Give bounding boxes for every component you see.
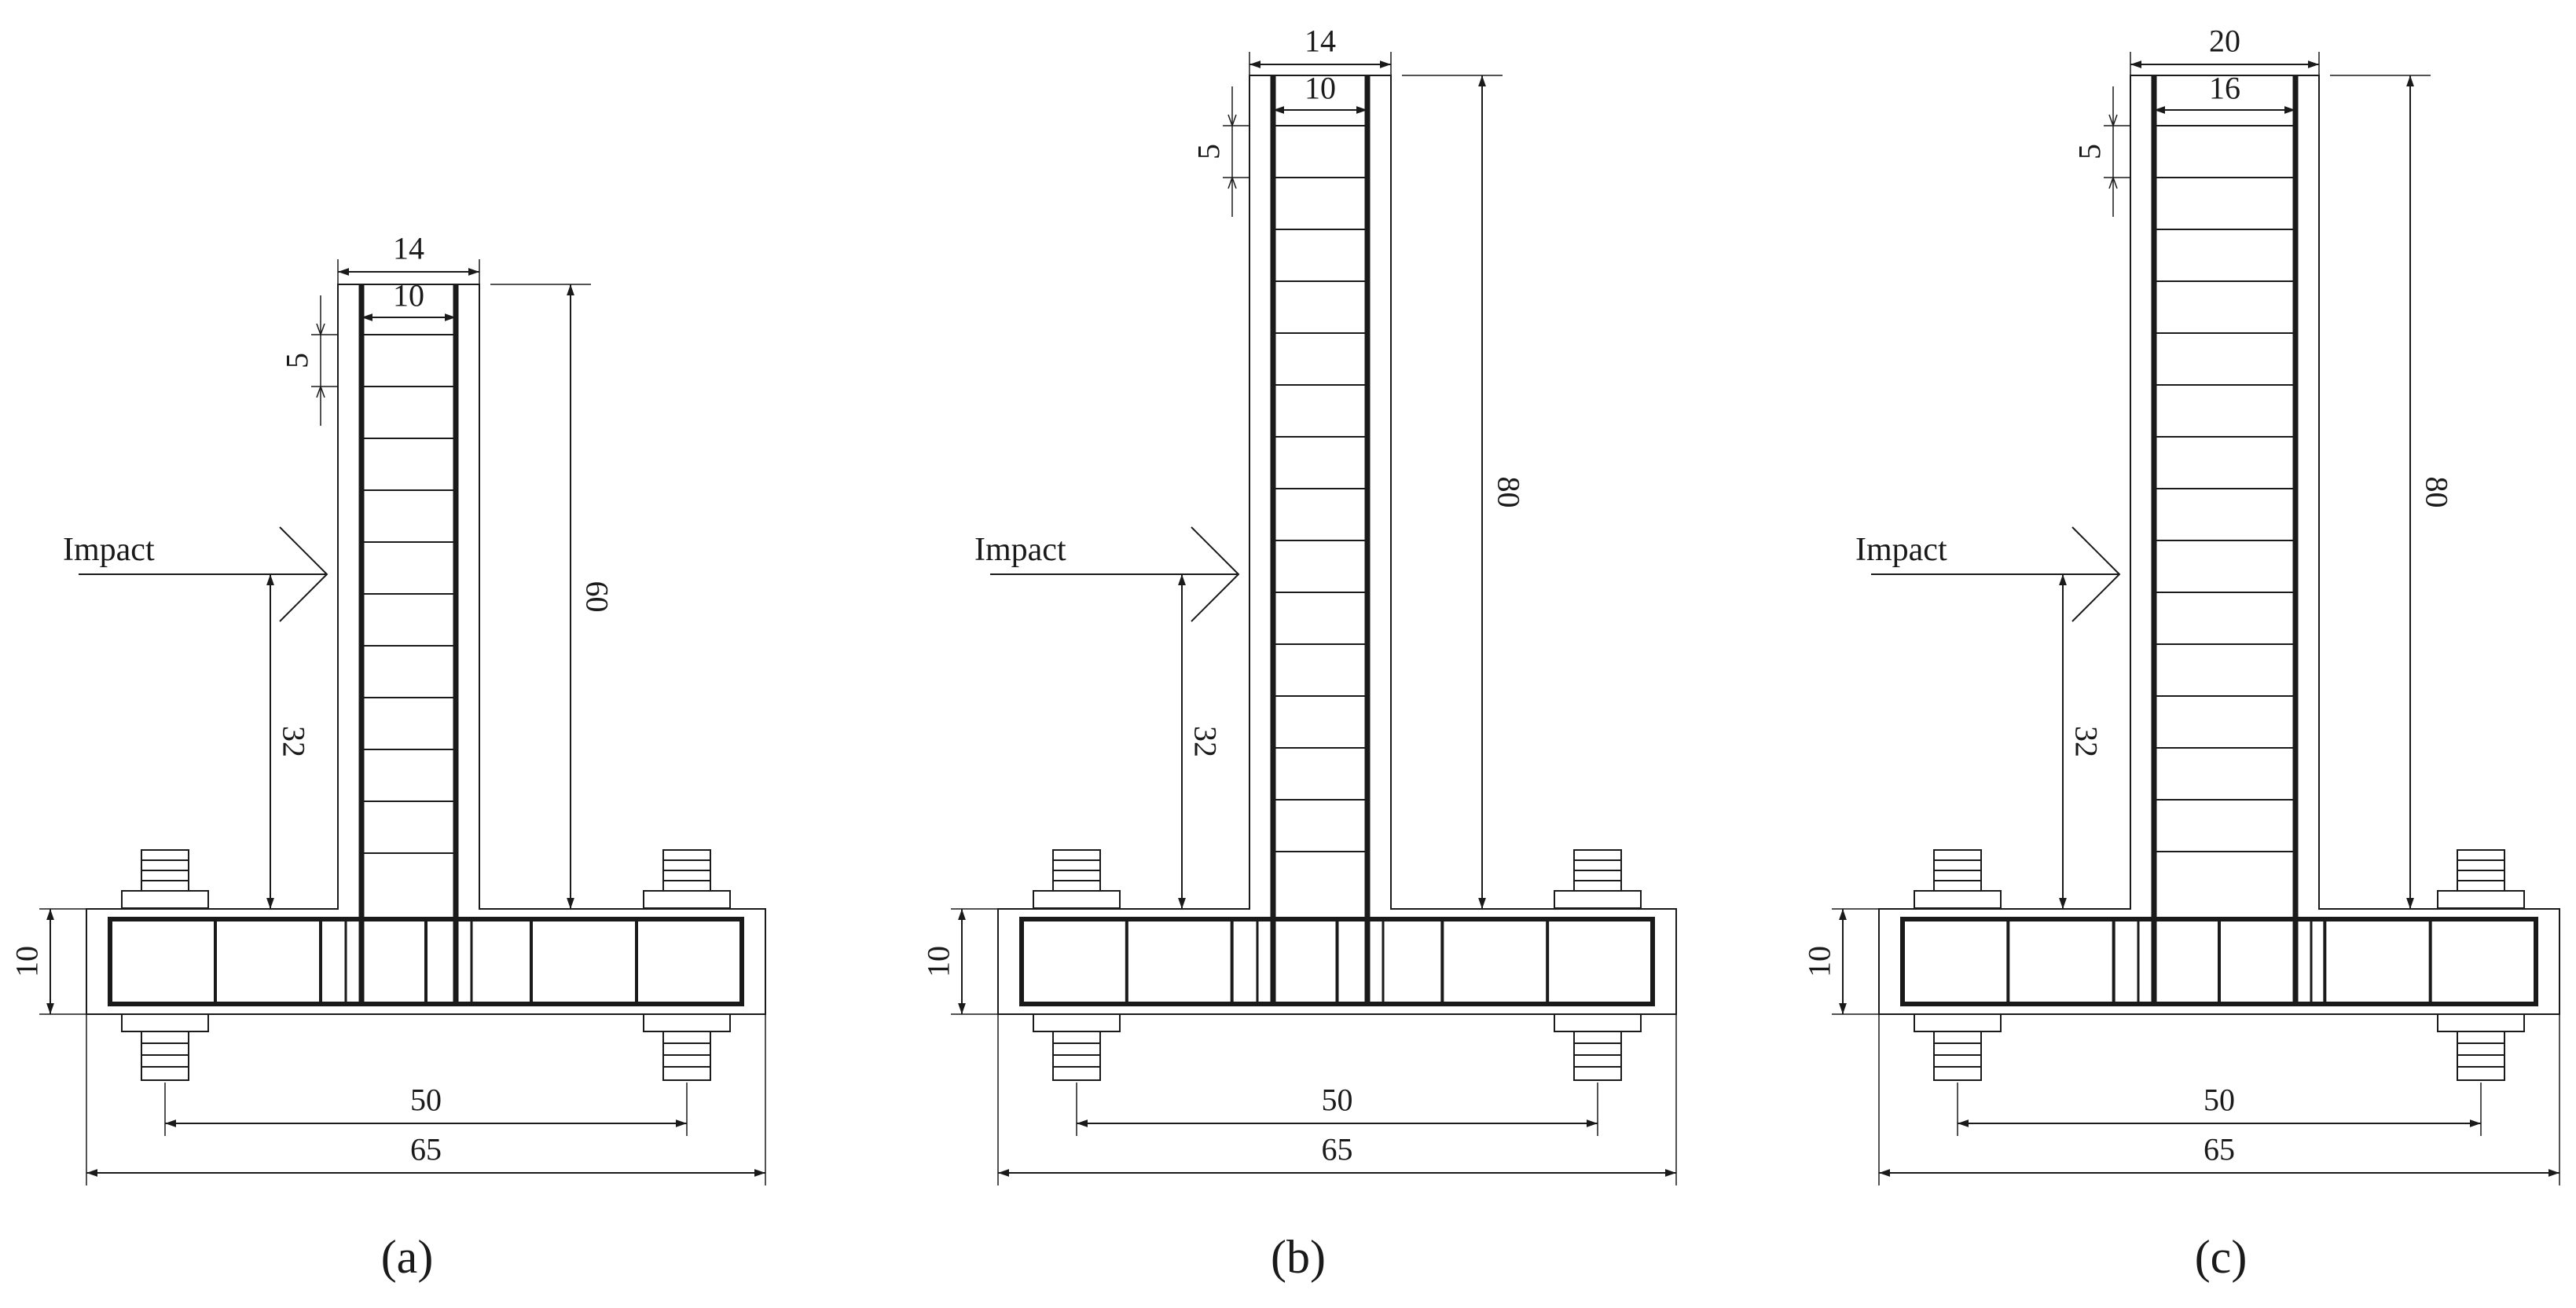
base-reinforcement	[108, 917, 744, 1006]
impact-arrow-head	[2071, 526, 2121, 622]
bolt-right-top	[2437, 849, 2525, 909]
dim-inner-width-label: 10	[1305, 71, 1336, 106]
base-reinforcement	[1900, 917, 2538, 1006]
bolt-left-top	[1914, 849, 2002, 909]
dim-stirrup-spacing-label: 5	[280, 353, 315, 368]
dim-impact-height-label: 32	[1188, 726, 1224, 757]
dim-base-width-label: 65	[2204, 1132, 2235, 1167]
dim-impact-height-label: 32	[277, 726, 312, 757]
dim-inner-width-label: 10	[393, 278, 424, 313]
dim-outer-width-label: 14	[1305, 24, 1336, 59]
dim-stirrup-spacing-label: 5	[2072, 144, 2108, 159]
dim-height-label: 60	[580, 581, 615, 613]
bolt-left-top	[121, 849, 209, 909]
dim-base-thickness-label: 10	[921, 946, 956, 977]
dim-height-label: 80	[1492, 477, 1527, 508]
bolt-left-bottom	[1914, 1013, 2002, 1081]
dim-outer-width-label: 14	[393, 231, 424, 266]
dim-stirrup-spacing-label: 5	[1191, 144, 1227, 159]
impact-label: Impact	[974, 532, 1066, 568]
bolt-right-bottom	[1554, 1013, 1642, 1081]
dim-height-label: 80	[2420, 477, 2455, 508]
column-stirrups	[1273, 125, 1367, 852]
panel-caption: (c)	[2195, 1231, 2248, 1283]
bolt-right-top	[643, 849, 731, 909]
dim-base-thickness-label: 10	[9, 946, 45, 977]
dim-bolt-spacing-label: 50	[1322, 1083, 1353, 1118]
panel-caption: (a)	[381, 1231, 434, 1283]
bolt-left-top	[1033, 849, 1121, 909]
bolt-right-bottom	[643, 1013, 731, 1081]
bolt-right-bottom	[2437, 1013, 2525, 1081]
dim-base-width-label: 65	[410, 1132, 442, 1167]
dim-impact-height-label: 32	[2069, 726, 2104, 757]
impact-arrow-head	[1191, 526, 1240, 622]
column-stirrups	[361, 334, 456, 854]
column-stirrups	[2154, 125, 2295, 852]
panel-caption: (b)	[1271, 1231, 1326, 1283]
dim-base-width-label: 65	[1322, 1132, 1353, 1167]
dim-bolt-spacing-label: 50	[410, 1083, 442, 1118]
impact-label: Impact	[63, 532, 155, 568]
dim-base-thickness-label: 10	[1802, 946, 1837, 977]
dim-inner-width-label: 16	[2209, 71, 2240, 106]
base-reinforcement	[1019, 917, 1655, 1006]
bolt-left-bottom	[121, 1013, 209, 1081]
specimen-outline	[86, 284, 766, 1015]
bolt-left-bottom	[1033, 1013, 1121, 1081]
impact-arrow-head	[279, 526, 328, 622]
bolt-right-top	[1554, 849, 1642, 909]
dim-outer-width-label: 20	[2209, 24, 2240, 59]
impact-label: Impact	[1855, 532, 1947, 568]
dim-bolt-spacing-label: 50	[2204, 1083, 2235, 1118]
panel-a: 14 10 5 60 Impact 32 10 50 65 (a)	[9, 231, 766, 1283]
